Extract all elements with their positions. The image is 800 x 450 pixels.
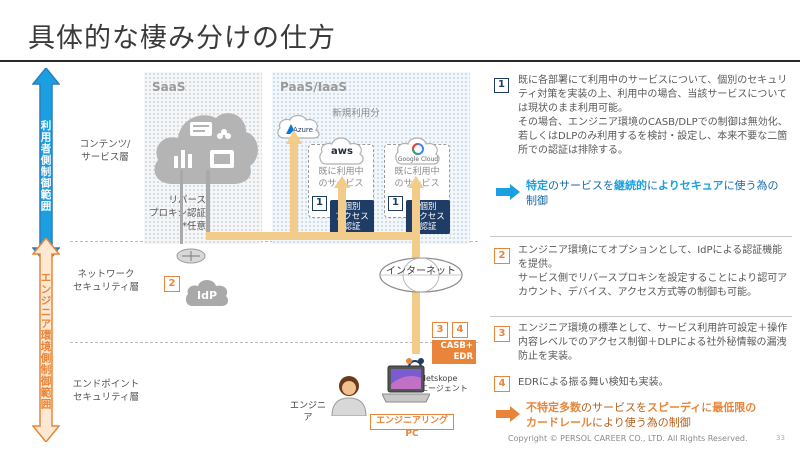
internet-label: インターネット [386,266,456,277]
callout-2-part-unspecified: 不特定多数 [526,401,581,414]
engineer-label: エンジニア [289,401,326,423]
callout-1-part-2: のサービスを [548,179,614,192]
azure-pipe [290,142,298,238]
right-item-1-text: 既に各部署にて利用中のサービスについて、個別のセキュリティ対策を実装の上、利用中… [518,75,788,156]
layer-divider-2 [70,342,478,343]
idp-label: IdP [196,289,218,302]
callout-2-part-6: により使う為の制御 [592,416,691,429]
laptop-icon [382,365,430,403]
right-item-4-number: 4 [494,376,510,392]
callout-2-part-guardrail: 最低限の カードレール [526,401,757,429]
callout-2-part-2: のサービスを [581,401,647,414]
right-item-4-text: EDRによる振る舞い検知も実装。 [518,377,669,388]
page-number: 33 [776,434,785,442]
layer-content-label: コンテンツ/ サービス層 [79,139,131,163]
gcp-label: Google Cloud [397,156,439,163]
aws-label: aws [331,146,353,157]
right-item-3-number: 3 [494,326,510,342]
callout-1-arrow-icon [496,184,520,200]
aws-pipe [338,184,346,238]
copyright-footer: Copyright © PERSOL CAREER CO., LTD. All … [508,434,748,443]
engineer-person-icon [331,376,367,416]
casb-edr-label: CASB+ EDR [432,340,476,364]
callout-1-text: 特定のサービスを継続的によりセキュアに使う為の制御 [526,178,786,208]
callout-1-part-specific: 特定 [526,179,548,192]
user-control-arrow-shape [32,68,60,264]
callout-1-part-secure: よりセキュア [658,179,724,192]
engineering-pc-label: エンジニアリングPC [370,414,454,439]
callout-1-part-6: に使う為の制御 [526,179,779,207]
globe-icon [379,257,463,293]
badge-number-4: 4 [452,322,468,338]
badge-number-1a: 1 [312,196,327,211]
gcp-cloud-icon [395,137,440,165]
saas-vertical-line [206,170,210,232]
callout-2-arrow-icon [496,406,520,422]
paas-title: PaaS/IaaS [280,80,347,94]
netskope-label: Netskope エージェント [420,374,468,393]
horizontal-pipe [206,232,414,240]
idp-cloud-icon [185,280,229,306]
title-divider [0,60,800,62]
aws-cloud-icon [319,137,364,165]
page-title: 具体的な棲み分けの仕方 [28,23,336,54]
callout-2-part-4: に [701,401,713,414]
badge-number-3: 3 [432,322,448,338]
azure-label: Azure [293,126,313,134]
callout-2-part-speedy: スピーディ [647,401,702,414]
user-control-label: 利用者側制御範囲 [39,120,52,212]
callout-1-part-4: に [647,179,658,192]
right-separator-1 [490,236,792,237]
right-item-2-text: エンジニア環境にてオプションとして、IdPによる認証機能を提供。 サービス側でリ… [518,245,788,298]
badge-number-1b: 1 [388,196,403,211]
reverse-proxy-label: リバース プロキシ認証 *任意 [148,195,206,232]
azure-pipe-arrow [286,130,302,144]
callout-1-part-continuous: 継続的 [614,179,647,192]
right-item-3-text: エンジニア環境の標準として、サービス利用許可設定＋操作内容レベルでのアクセス制御… [518,323,788,362]
badge-number-2: 2 [164,276,180,292]
gcp-pipe-arrow [408,176,424,188]
aws-pipe-arrow [334,176,350,188]
callout-2-text: 不特定多数のサービスをスピーディに最低限の カードレールにより使う為の制御 [526,400,788,430]
saas-title: SaaS [152,80,186,94]
azure-cloud-icon [277,114,320,139]
right-item-2-number: 2 [494,248,510,264]
layer-network-label: ネットワーク セキュリティ層 [73,269,139,293]
engineer-control-label: エンジニア環境側制御範囲 [39,272,52,410]
router-icon [176,248,206,264]
new-use-label: 新規利用分 [332,108,380,119]
saas-idp-line [180,170,183,244]
layer-endpoint-label: エンドポイント セキュリティ層 [72,379,140,403]
saas-cloud-icon [154,113,258,184]
right-item-1-number: 1 [494,78,509,93]
individual-auth-aws-label: 個別 アクセス認証 [330,200,374,234]
engineer-control-arrow-shape [32,238,60,442]
right-separator-2 [490,316,792,317]
